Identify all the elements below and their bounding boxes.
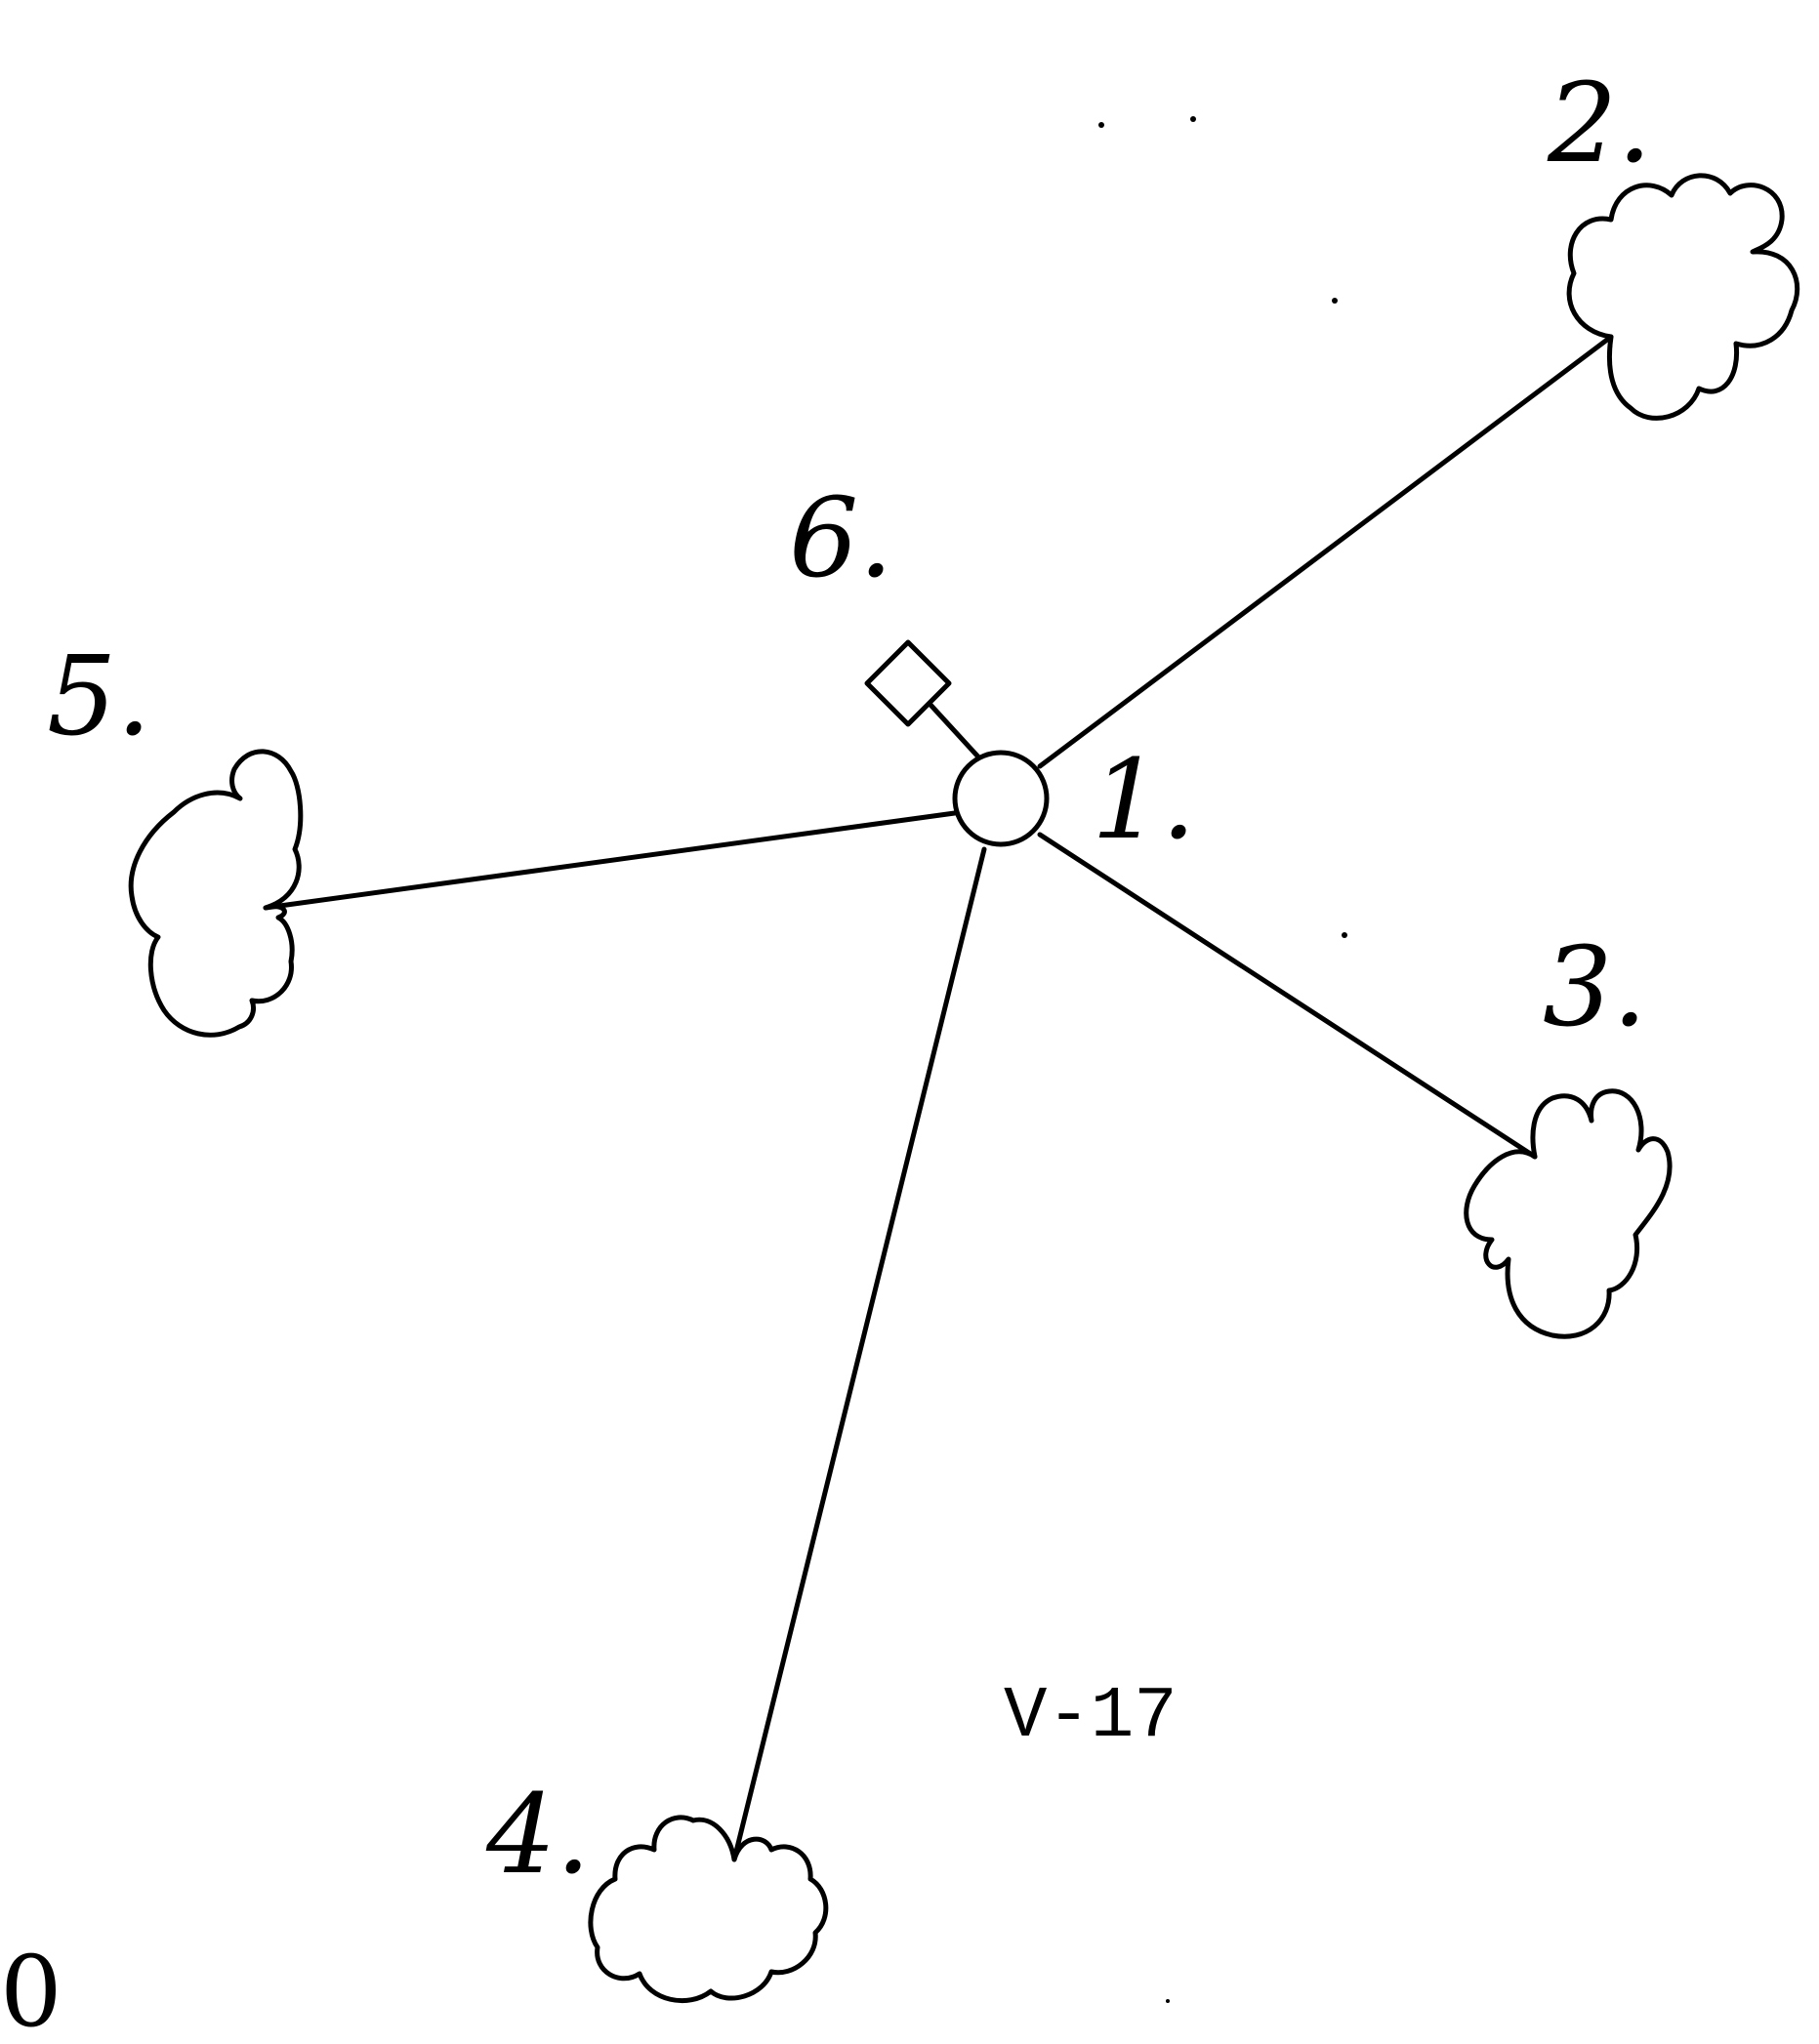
- node-6-diamond: [864, 639, 952, 727]
- node-2-label: 2.: [1547, 61, 1652, 187]
- node-1-hub-circle: [952, 750, 1050, 847]
- node-4-cloud: [588, 1815, 829, 2004]
- node-5-cloud: [128, 749, 304, 1038]
- edge-1-4: [731, 846, 987, 1862]
- scan-speck: [1166, 1999, 1170, 2003]
- node-3-label: 3.: [1543, 924, 1647, 1051]
- scan-speck: [1342, 932, 1347, 938]
- edge-1-6: [928, 702, 987, 766]
- node-5-label: 5.: [47, 634, 151, 760]
- page-label: V-17: [1004, 1676, 1178, 1758]
- edge-1-3: [1037, 832, 1538, 1160]
- node-6-label: 6.: [789, 475, 893, 602]
- node-2-cloud: [1566, 173, 1800, 421]
- scan-speck: [1098, 122, 1104, 128]
- node-4-label: 4.: [485, 1772, 591, 1899]
- edge-1-2: [1037, 334, 1614, 769]
- scan-speck: [1332, 298, 1338, 304]
- node-1-label: 1.: [1092, 737, 1196, 864]
- scan-speck: [1190, 116, 1196, 122]
- node-3-cloud: [1464, 1088, 1673, 1339]
- margin-mark: 0: [0, 1935, 62, 2044]
- edge-1-5: [263, 809, 965, 911]
